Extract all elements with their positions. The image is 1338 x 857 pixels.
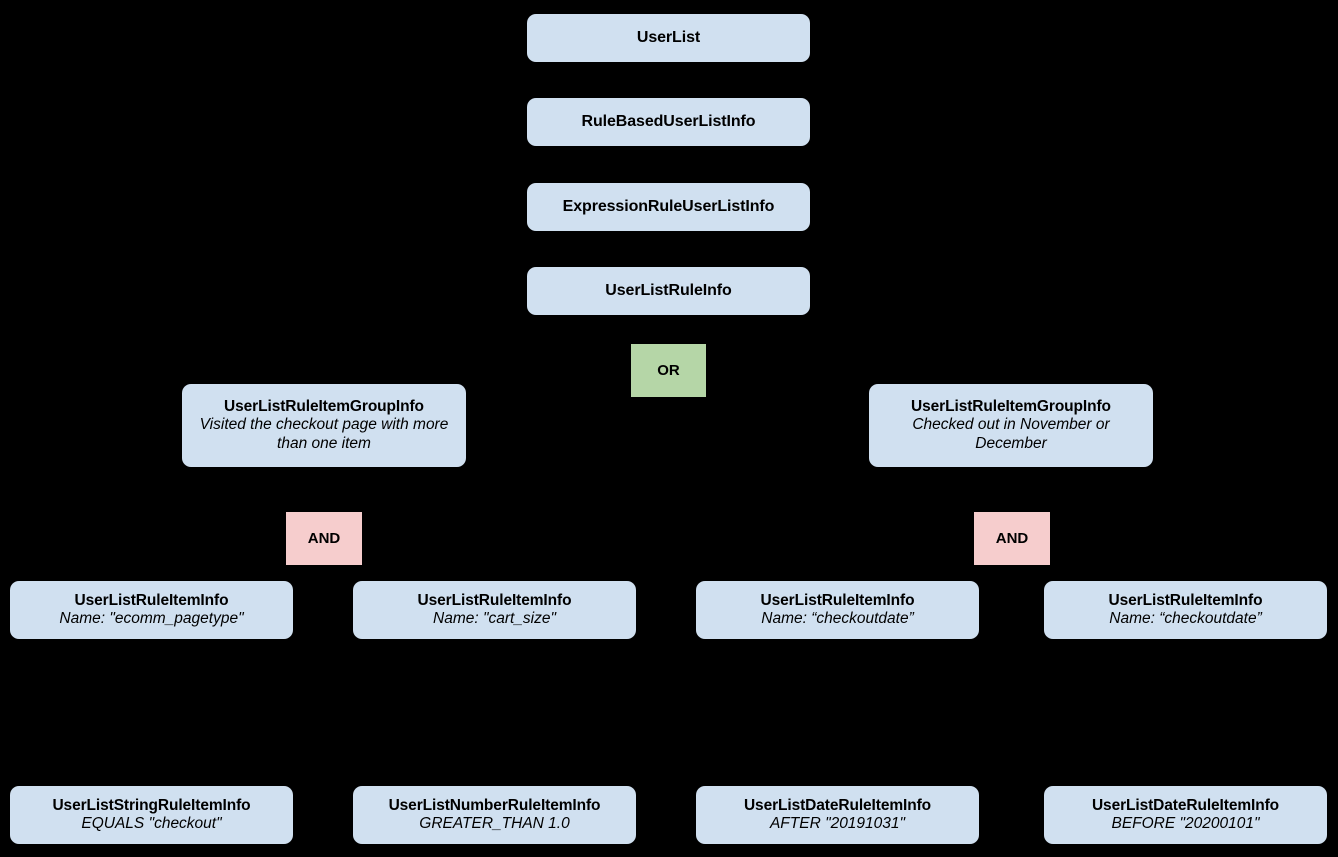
- node-title: UserListRuleItemGroupInfo: [911, 398, 1111, 416]
- node-title: UserListRuleItemGroupInfo: [224, 398, 424, 416]
- node-or-operator[interactable]: OR: [631, 344, 706, 397]
- node-description: Name: “checkoutdate”: [1109, 610, 1262, 627]
- node-description: Visited the checkout page with more than…: [199, 416, 449, 452]
- node-title: UserListNumberRuleItemInfo: [388, 796, 601, 814]
- node-userlist[interactable]: UserList: [527, 14, 810, 62]
- node-title: ExpressionRuleUserListInfo: [562, 197, 775, 215]
- node-description: Name: “checkoutdate”: [761, 610, 914, 627]
- node-description: EQUALS "checkout": [81, 815, 222, 832]
- node-description: BEFORE "20200101": [1111, 815, 1260, 832]
- node-description: Name: "cart_size": [433, 610, 556, 627]
- node-and-right[interactable]: AND: [974, 512, 1050, 565]
- node-title: UserListDateRuleItemInfo: [1091, 796, 1280, 814]
- node-description: Checked out in November or December: [912, 416, 1110, 452]
- node-title: UserListStringRuleItemInfo: [52, 796, 251, 814]
- node-rulebaseduserlistinfo[interactable]: RuleBasedUserListInfo: [527, 98, 810, 146]
- operator-label: AND: [995, 529, 1029, 547]
- node-userlistruleinfo[interactable]: UserListRuleInfo: [527, 267, 810, 315]
- node-title: UserListRuleItemInfo: [74, 591, 229, 609]
- node-title: UserListRuleItemInfo: [1108, 591, 1263, 609]
- operator-label: OR: [657, 361, 680, 379]
- node-title: UserListRuleInfo: [605, 281, 732, 299]
- node-description: AFTER "20191031": [769, 815, 906, 832]
- node-title: RuleBasedUserListInfo: [581, 112, 756, 130]
- node-title: UserListDateRuleItemInfo: [743, 796, 932, 814]
- node-description: GREATER_THAN 1.0: [419, 815, 570, 832]
- node-title: UserList: [636, 28, 701, 46]
- node-title: UserListRuleItemInfo: [417, 591, 572, 609]
- node-expressionruleuserlistinfo[interactable]: ExpressionRuleUserListInfo: [527, 183, 810, 231]
- node-description: Name: "ecomm_pagetype": [59, 610, 244, 627]
- operator-label: AND: [307, 529, 341, 547]
- node-and-left[interactable]: AND: [286, 512, 362, 565]
- node-title: UserListRuleItemInfo: [760, 591, 915, 609]
